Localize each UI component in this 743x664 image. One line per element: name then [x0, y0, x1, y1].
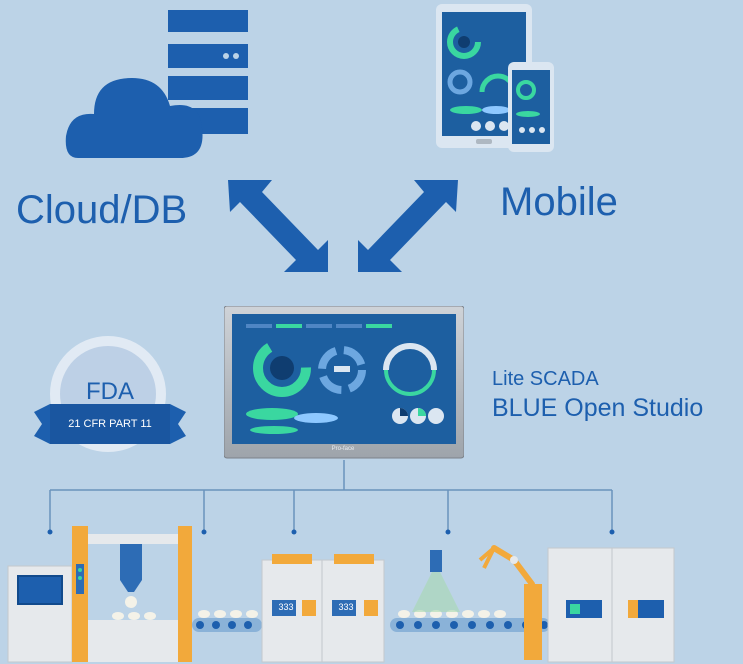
mobile-label: Mobile [500, 180, 618, 224]
hmi-panel [224, 306, 464, 459]
fda-badge-title: FDA [86, 378, 134, 405]
machine-display-2: 333 [338, 602, 354, 612]
fda-badge-ribbon: 21 CFR PART 11 [68, 418, 152, 430]
cloud-db-icon [65, 10, 248, 158]
machine-display-1: 333 [278, 602, 294, 612]
panel-brand-label: Pro-face [331, 446, 355, 452]
production-line [7, 526, 675, 663]
blue-open-studio-label: BLUE Open Studio [492, 394, 704, 422]
cloud-db-label: Cloud/DB [16, 188, 188, 232]
mobile-devices-icon [436, 4, 554, 152]
mobile-sync-arrow-icon [358, 180, 458, 272]
cloud-sync-arrow-icon [228, 180, 328, 272]
fda-badge [34, 336, 186, 452]
lite-scada-label: Lite SCADA [492, 368, 599, 390]
